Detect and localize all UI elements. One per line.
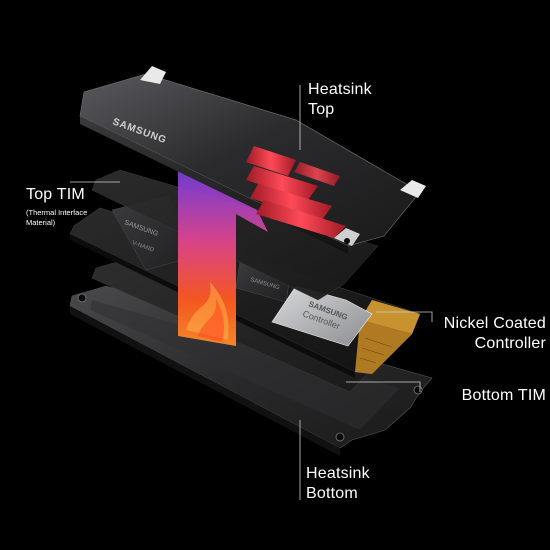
- mount-tab: [140, 66, 166, 84]
- label-top-tim: Top TIM: [26, 186, 85, 203]
- gold-contacts: [355, 300, 420, 374]
- heatsink-accent-fins: [246, 146, 346, 238]
- leader-controller: [376, 311, 433, 322]
- label-nickel-controller: Nickel Coated Controller: [444, 314, 546, 354]
- screw-hole-icon: [335, 432, 345, 442]
- label-top-tim-note-line1: (Thermal Interface: [26, 208, 88, 217]
- heatsink-bottom: [69, 285, 433, 456]
- screw-hole-icon: [77, 293, 87, 303]
- label-heatsink-bottom-line2: Bottom: [306, 485, 358, 502]
- label-bottom-tim: Bottom TIM: [461, 387, 546, 404]
- mount-tab: [400, 180, 426, 198]
- label-heatsink-bottom: Heatsink Bottom: [306, 464, 370, 504]
- label-nickel-controller-line1: Nickel Coated: [443, 315, 546, 332]
- mount-tab: [334, 228, 360, 246]
- label-nickel-controller-line2: Controller: [474, 335, 546, 352]
- label-heatsink-top: Heatsink Top: [308, 80, 372, 120]
- label-top-tim-note: (Thermal Interface Material): [26, 208, 87, 228]
- screw-hole-icon: [413, 385, 423, 395]
- label-heatsink-top-line1: Heatsink: [308, 81, 372, 98]
- leader-bottom-tim: [346, 381, 421, 392]
- label-heatsink-bottom-line1: Heatsink: [306, 465, 370, 482]
- heatsink-top: SAMSUNG: [79, 66, 426, 254]
- screw-hole-icon: [344, 238, 350, 244]
- label-heatsink-top-line2: Top: [308, 101, 335, 118]
- label-top-tim-note-line2: Material): [26, 218, 56, 227]
- nickel-controller-chip: SAMSUNG Controller: [271, 285, 373, 347]
- leader-lines: [70, 85, 433, 500]
